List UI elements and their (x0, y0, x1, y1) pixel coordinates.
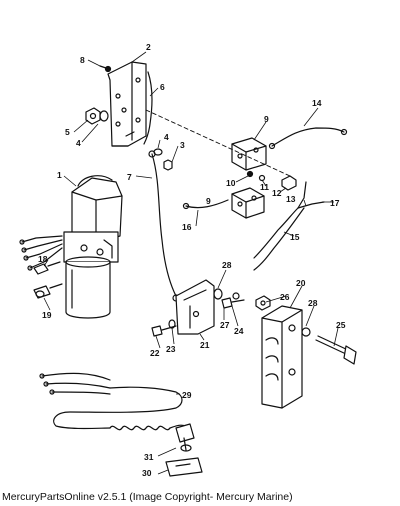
part-fitting-19 (33, 283, 63, 299)
part-fastener-3 (153, 148, 173, 171)
callout-26: 26 (280, 292, 290, 302)
part-plug-30 (165, 457, 203, 477)
callout-11: 11 (260, 182, 269, 192)
callout-4-right: 4 (164, 132, 169, 142)
callout-5: 5 (65, 127, 70, 137)
part-pump-motor (63, 175, 123, 319)
callout-9-upper: 9 (264, 114, 269, 124)
callout-28-left: 28 (222, 260, 232, 270)
callout-1: 1 (57, 170, 62, 180)
callout-2: 2 (146, 42, 151, 52)
callout-16: 16 (182, 222, 192, 232)
callout-18: 18 (38, 254, 48, 264)
part-coil (109, 425, 171, 431)
part-cable-14 (271, 127, 345, 147)
callout-19: 19 (42, 310, 52, 320)
callout-29: 29 (182, 390, 192, 400)
callout-27: 27 (220, 320, 230, 330)
callout-17: 17 (330, 198, 340, 208)
callout-20: 20 (296, 278, 306, 288)
part-pump-wires (19, 235, 63, 271)
part-cable-7 (151, 153, 177, 297)
callout-15: 15 (290, 232, 300, 242)
part-clamp-block-20 (261, 305, 303, 409)
callout-28-right: 28 (308, 298, 318, 308)
callout-12: 12 (272, 188, 282, 198)
part-connector-31 (175, 423, 195, 452)
callout-4-left: 4 (76, 138, 81, 148)
part-solenoid-lower (231, 187, 265, 219)
callout-31: 31 (144, 452, 154, 462)
part-ground-strap-6 (143, 71, 153, 145)
exploded-view-drawing: 2 8 6 5 4 4 3 7 9 10 11 12 13 14 9 16 17… (19, 42, 357, 478)
part-mounting-bracket (107, 61, 147, 147)
callout-21: 21 (200, 340, 210, 350)
callout-6: 6 (160, 82, 165, 92)
callout-10: 10 (226, 178, 236, 188)
callout-9-lower: 9 (206, 196, 211, 206)
part-fitting-18 (33, 261, 61, 275)
part-bracket-21 (175, 279, 215, 335)
callout-14: 14 (312, 98, 322, 108)
callout-13: 13 (286, 194, 296, 204)
callout-7: 7 (127, 172, 132, 182)
callout-25: 25 (336, 320, 346, 330)
part-solenoid-upper (231, 137, 267, 171)
callout-24: 24 (234, 326, 244, 336)
copyright-caption: MercuryPartsOnline v2.5.1 (Image Copyrig… (2, 491, 293, 503)
part-cable-15a (253, 207, 299, 259)
callout-22: 22 (150, 348, 160, 358)
callout-30: 30 (142, 468, 152, 478)
part-nut-washer-5 (85, 107, 109, 125)
part-cable-15b (253, 207, 305, 271)
part-harness-29 (39, 372, 183, 430)
leader-lines (43, 51, 339, 475)
callout-3: 3 (180, 140, 185, 150)
alignment-line (145, 109, 291, 177)
part-bolt-25 (315, 335, 357, 365)
callout-8: 8 (80, 55, 85, 65)
part-screw-8 (99, 65, 112, 73)
part-terminal-13 (297, 181, 307, 209)
part-cable-16 (185, 199, 229, 209)
callout-labels: 2 8 6 5 4 4 3 7 9 10 11 12 13 14 9 16 17… (38, 42, 346, 478)
callout-23: 23 (166, 344, 176, 354)
